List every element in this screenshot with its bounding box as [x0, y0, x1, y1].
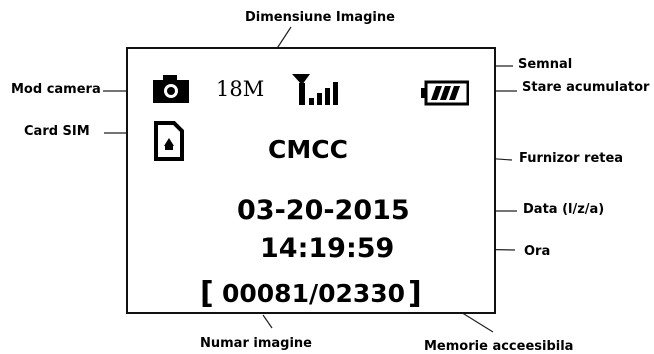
image-counter-open-bracket: [ — [200, 276, 214, 311]
label-sim-card: Card SIM — [24, 124, 90, 139]
leader-image-number — [262, 314, 273, 329]
network-operator: CMCC — [268, 135, 348, 164]
image-counter: 00081/02330 — [222, 279, 406, 308]
signal-icon — [292, 74, 338, 105]
image-resolution: 18M — [216, 77, 265, 101]
sim-card-icon — [154, 121, 184, 161]
battery-icon — [421, 80, 469, 106]
time-value: 14:19:59 — [260, 233, 395, 264]
label-battery: Stare acumulator — [522, 80, 650, 95]
label-camera-mode: Mod camera — [11, 82, 101, 97]
date-value: 03-20-2015 — [237, 195, 410, 226]
label-date: Data (l/z/a) — [523, 202, 605, 217]
label-dimension: Dimensiune Imagine — [245, 10, 395, 25]
camera-icon — [153, 75, 189, 103]
label-provider: Furnizor retea — [519, 151, 624, 166]
label-memory: Memorie acceesibila — [424, 339, 574, 354]
image-counter-close-bracket: ] — [408, 276, 422, 311]
label-signal: Semnal — [518, 57, 573, 72]
label-time: Ora — [524, 244, 551, 259]
label-image-number: Numar imagine — [200, 336, 312, 351]
